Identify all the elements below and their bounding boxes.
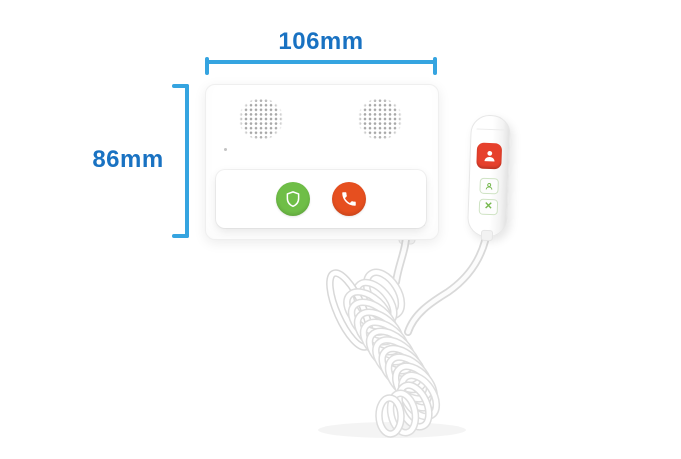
shield-icon [284, 190, 302, 208]
width-dimension-label: 106mm [278, 28, 364, 55]
aux-button [479, 177, 499, 195]
shield-button [276, 182, 310, 216]
speaker-grille-left [238, 98, 284, 140]
phone-icon [340, 190, 358, 208]
close-icon: ✕ [484, 200, 493, 213]
speaker-grille-right [357, 98, 403, 140]
nurse-call-button [476, 142, 503, 170]
person-outline-icon [484, 181, 493, 190]
cancel-button: ✕ [478, 198, 499, 216]
height-dimension-line [172, 84, 189, 238]
pendant-remote: ✕ [466, 114, 512, 238]
width-dimension-line [205, 57, 437, 75]
microphone-hole [224, 148, 227, 151]
button-panel [216, 170, 426, 228]
height-dimension-label: 86mm [92, 146, 164, 173]
call-button [332, 182, 366, 216]
person-icon [481, 148, 498, 165]
intercom-panel [205, 84, 439, 240]
